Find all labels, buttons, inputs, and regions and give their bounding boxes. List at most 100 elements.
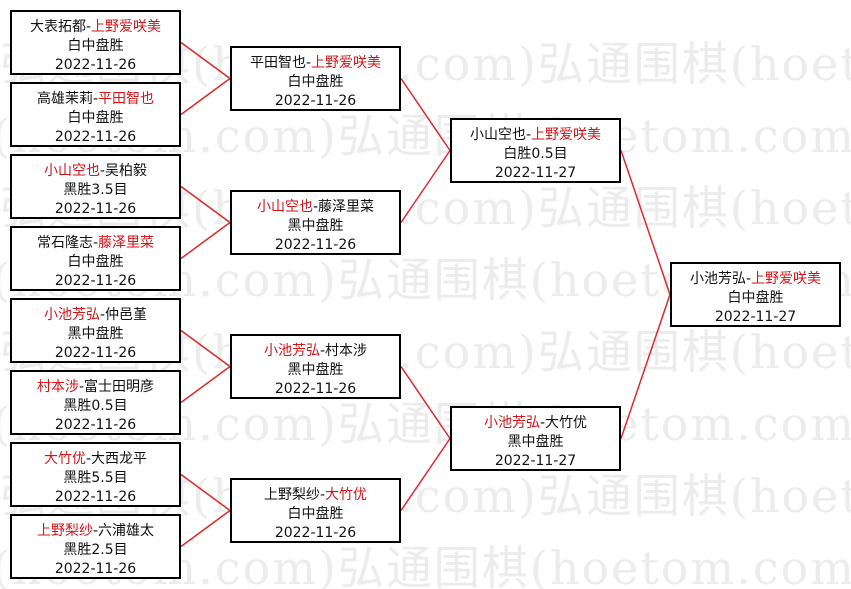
player-separator: -: [319, 487, 326, 503]
match-date: 2022-11-26: [54, 489, 137, 505]
match-players: 常石隆志-藤泽里菜: [12, 234, 179, 253]
player-white: 上野爱咲美: [311, 55, 382, 71]
player-black: 小池芳弘: [43, 307, 100, 323]
player-black: 大竹优: [43, 451, 86, 467]
player-black: 平田智也: [249, 55, 306, 71]
player-white: 上野爱咲美: [751, 271, 822, 287]
match-date: 2022-11-26: [274, 93, 357, 109]
connector-line: [400, 78, 451, 151]
player-separator: -: [99, 307, 106, 323]
match-date: 2022-11-26: [54, 201, 137, 217]
connector-line: [180, 473, 231, 512]
match-date: 2022-11-27: [714, 309, 797, 325]
player-black: 小池芳弘: [689, 271, 746, 287]
player-white: 藤泽里菜: [318, 199, 375, 215]
match-players: 小池芳弘-村本涉: [232, 342, 399, 361]
player-black: 常石隆志: [36, 235, 93, 251]
match-players: 平田智也-上野爱咲美: [232, 54, 399, 73]
player-black: 村本涉: [36, 379, 79, 395]
player-separator: -: [99, 163, 106, 179]
match-date: 2022-11-26: [274, 525, 357, 541]
player-white: 上野爱咲美: [531, 127, 602, 143]
connector-line: [180, 77, 231, 116]
player-black: 上野梨纱: [263, 487, 320, 503]
connector-line: [180, 41, 231, 80]
match-result: 白胜0.5目: [503, 146, 568, 162]
match-box: 上野梨纱-六浦雄太黑胜2.5目 2022-11-26: [10, 514, 181, 579]
player-white: 上野爱咲美: [91, 19, 162, 35]
player-separator: -: [78, 379, 85, 395]
match-players: 小池芳弘-上野爱咲美: [672, 270, 839, 289]
connector-line: [620, 150, 671, 295]
match-result: 黑中盘胜: [507, 434, 564, 450]
match-date: 2022-11-26: [54, 129, 137, 145]
player-white: 六浦雄太: [98, 523, 155, 539]
connector-line: [620, 294, 671, 439]
match-box: 小山空也-吴柏毅黑胜3.5目 2022-11-26: [10, 154, 181, 219]
match-result: 白中盘胜: [67, 38, 124, 54]
player-white: 平田智也: [98, 91, 155, 107]
match-date: 2022-11-26: [54, 57, 137, 73]
match-result: 黑中盘胜: [67, 326, 124, 342]
match-date: 2022-11-26: [274, 381, 357, 397]
player-black: 大表拓都: [29, 19, 86, 35]
match-date: 2022-11-27: [494, 165, 577, 181]
match-result: 白中盘胜: [67, 110, 124, 126]
match-box: 大表拓都-上野爱咲美白中盘胜 2022-11-26: [10, 10, 181, 75]
match-result: 黑胜0.5目: [63, 398, 128, 414]
match-date: 2022-11-26: [54, 345, 137, 361]
match-result: 黑胜2.5目: [63, 542, 128, 558]
player-white: 大西龙平: [91, 451, 148, 467]
match-result: 黑胜3.5目: [63, 182, 128, 198]
match-result: 白中盘胜: [67, 254, 124, 270]
match-date: 2022-11-26: [54, 417, 137, 433]
player-black: 小池芳弘: [483, 415, 540, 431]
connector-line: [180, 221, 231, 260]
match-box: 高雄茉莉-平田智也白中盘胜 2022-11-26: [10, 82, 181, 147]
connector-line: [180, 509, 231, 548]
match-players: 小山空也-吴柏毅: [12, 162, 179, 181]
player-separator: -: [85, 19, 92, 35]
player-separator: -: [525, 127, 532, 143]
connector-line: [400, 150, 451, 223]
player-separator: -: [85, 451, 92, 467]
match-date: 2022-11-26: [54, 273, 137, 289]
player-separator: -: [539, 415, 546, 431]
match-players: 村本涉-富士田明彦: [12, 378, 179, 397]
player-separator: -: [745, 271, 752, 287]
player-white: 大竹优: [545, 415, 588, 431]
match-result: 黑胜5.5目: [63, 470, 128, 486]
connector-line: [400, 366, 451, 439]
match-players: 小山空也-藤泽里菜: [232, 198, 399, 217]
player-separator: -: [319, 343, 326, 359]
player-white: 富士田明彦: [84, 379, 155, 395]
match-box: 小山空也-上野爱咲美白胜0.5目 2022-11-27: [450, 118, 621, 183]
match-players: 上野梨纱-六浦雄太: [12, 522, 179, 541]
player-separator: -: [305, 55, 312, 71]
match-players: 上野梨纱-大竹优: [232, 486, 399, 505]
player-black: 小山空也: [43, 163, 100, 179]
player-separator: -: [92, 235, 99, 251]
match-players: 小山空也-上野爱咲美: [452, 126, 619, 145]
player-separator: -: [312, 199, 319, 215]
match-result: 黑中盘胜: [287, 218, 344, 234]
match-result: 白中盘胜: [287, 74, 344, 90]
player-white: 大竹优: [325, 487, 368, 503]
connector-line: [180, 329, 231, 368]
player-white: 藤泽里菜: [98, 235, 155, 251]
player-black: 高雄茉莉: [36, 91, 93, 107]
match-players: 高雄茉莉-平田智也: [12, 90, 179, 109]
player-white: 村本涉: [325, 343, 368, 359]
connector-line: [180, 365, 231, 404]
match-box: 大竹优-大西龙平黑胜5.5目 2022-11-26: [10, 442, 181, 507]
player-black: 小山空也: [256, 199, 313, 215]
match-date: 2022-11-26: [54, 561, 137, 577]
